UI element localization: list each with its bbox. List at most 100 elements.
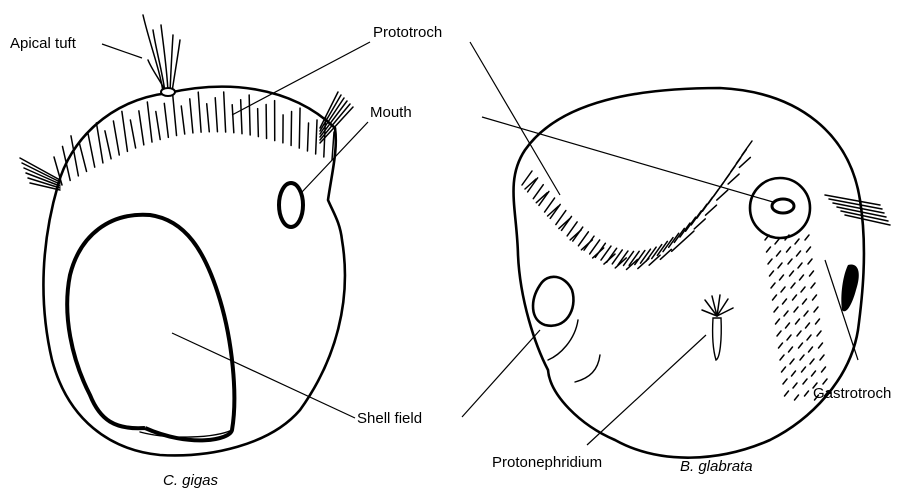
caption-c-gigas: C. gigas — [163, 472, 219, 489]
cilium — [728, 174, 739, 184]
cilium — [808, 259, 812, 264]
cilium — [649, 255, 660, 265]
cilium — [71, 136, 78, 176]
cilium — [786, 323, 790, 328]
cilium — [556, 211, 566, 225]
cilium — [777, 251, 781, 256]
cilium — [811, 283, 815, 288]
cilium — [784, 311, 788, 316]
cilium — [215, 98, 217, 132]
label-shell-field: Shell field — [357, 410, 422, 427]
cilium — [783, 299, 787, 304]
cilium — [813, 295, 817, 300]
cilium — [775, 239, 779, 244]
cilium — [805, 391, 809, 396]
cilium — [768, 259, 772, 264]
cilium — [198, 92, 201, 132]
cilium — [561, 216, 571, 230]
cilium — [249, 95, 250, 135]
c-gigas-apical-tuft — [143, 15, 180, 96]
b-glabrata-gastrotroch-patch — [841, 264, 858, 311]
cilium — [105, 131, 111, 159]
leader-shell-field-right — [462, 330, 540, 417]
cilium — [241, 100, 242, 134]
b-glabrata-mouth — [750, 178, 810, 238]
leader-apical-tuft — [102, 44, 142, 58]
cilium — [578, 232, 588, 246]
cilium — [810, 359, 814, 364]
cilium — [820, 355, 824, 360]
cilium — [779, 343, 783, 348]
b-glabrata-gastrotroch-cilia — [765, 235, 829, 400]
cilium — [173, 96, 177, 136]
cilium — [801, 287, 805, 292]
cilium — [783, 379, 787, 384]
cilium — [88, 133, 95, 167]
cilium — [316, 120, 317, 154]
cilium — [767, 247, 771, 252]
label-protonephridium: Protonephridium — [492, 454, 602, 471]
cilium — [771, 283, 775, 288]
cilium — [683, 231, 694, 241]
cilium — [809, 347, 813, 352]
cilium — [781, 287, 785, 292]
c-gigas-mouth — [279, 183, 303, 227]
cilium — [635, 251, 645, 265]
cilium — [794, 307, 798, 312]
cilium — [803, 299, 807, 304]
cilium — [780, 355, 784, 360]
leader-shell-field-left — [172, 333, 355, 418]
cilium — [777, 331, 781, 336]
cilium — [797, 331, 801, 336]
cilium — [802, 367, 806, 372]
cilium — [739, 157, 750, 167]
cilium — [232, 105, 234, 133]
cilium — [181, 106, 184, 134]
cilium — [660, 249, 671, 259]
leader-protonephridium — [587, 335, 706, 445]
cilium — [793, 383, 797, 388]
cilium — [522, 171, 532, 185]
cilium — [694, 219, 705, 229]
cilium — [791, 283, 795, 288]
cilium — [812, 371, 816, 376]
b-glabrata-prototroch-cilia — [522, 141, 890, 269]
cilium — [307, 123, 308, 151]
cilium — [817, 331, 821, 336]
cilium — [680, 223, 690, 237]
cilium — [782, 367, 786, 372]
b-glabrata-foot-fold — [575, 355, 600, 382]
cilium — [785, 391, 789, 396]
cilium — [803, 379, 807, 384]
cilium — [807, 335, 811, 340]
b-glabrata-larva — [514, 88, 890, 458]
cilium — [795, 239, 799, 244]
cilium — [62, 146, 70, 180]
label-mouth: Mouth — [370, 104, 412, 121]
cilium — [545, 198, 555, 212]
cilium — [800, 275, 804, 280]
cilium — [742, 141, 752, 155]
label-apical-tuft: Apical tuft — [10, 35, 77, 52]
cilium — [792, 371, 796, 376]
cilium — [799, 343, 803, 348]
c-gigas-shell-field — [67, 215, 234, 441]
cilium — [770, 271, 774, 276]
cilium — [96, 123, 102, 163]
cilium — [79, 143, 86, 171]
label-prototroch: Prototroch — [373, 24, 442, 41]
cilium — [788, 259, 792, 264]
cilium — [717, 190, 728, 200]
cilium — [584, 236, 594, 250]
cilium — [774, 307, 778, 312]
cilium — [796, 319, 800, 324]
cilium — [776, 319, 780, 324]
cilium — [787, 247, 791, 252]
cilium — [669, 233, 679, 247]
cilium — [807, 247, 811, 252]
cilium — [793, 295, 797, 300]
cilium — [780, 275, 784, 280]
cilium — [773, 295, 777, 300]
cilium — [790, 359, 794, 364]
